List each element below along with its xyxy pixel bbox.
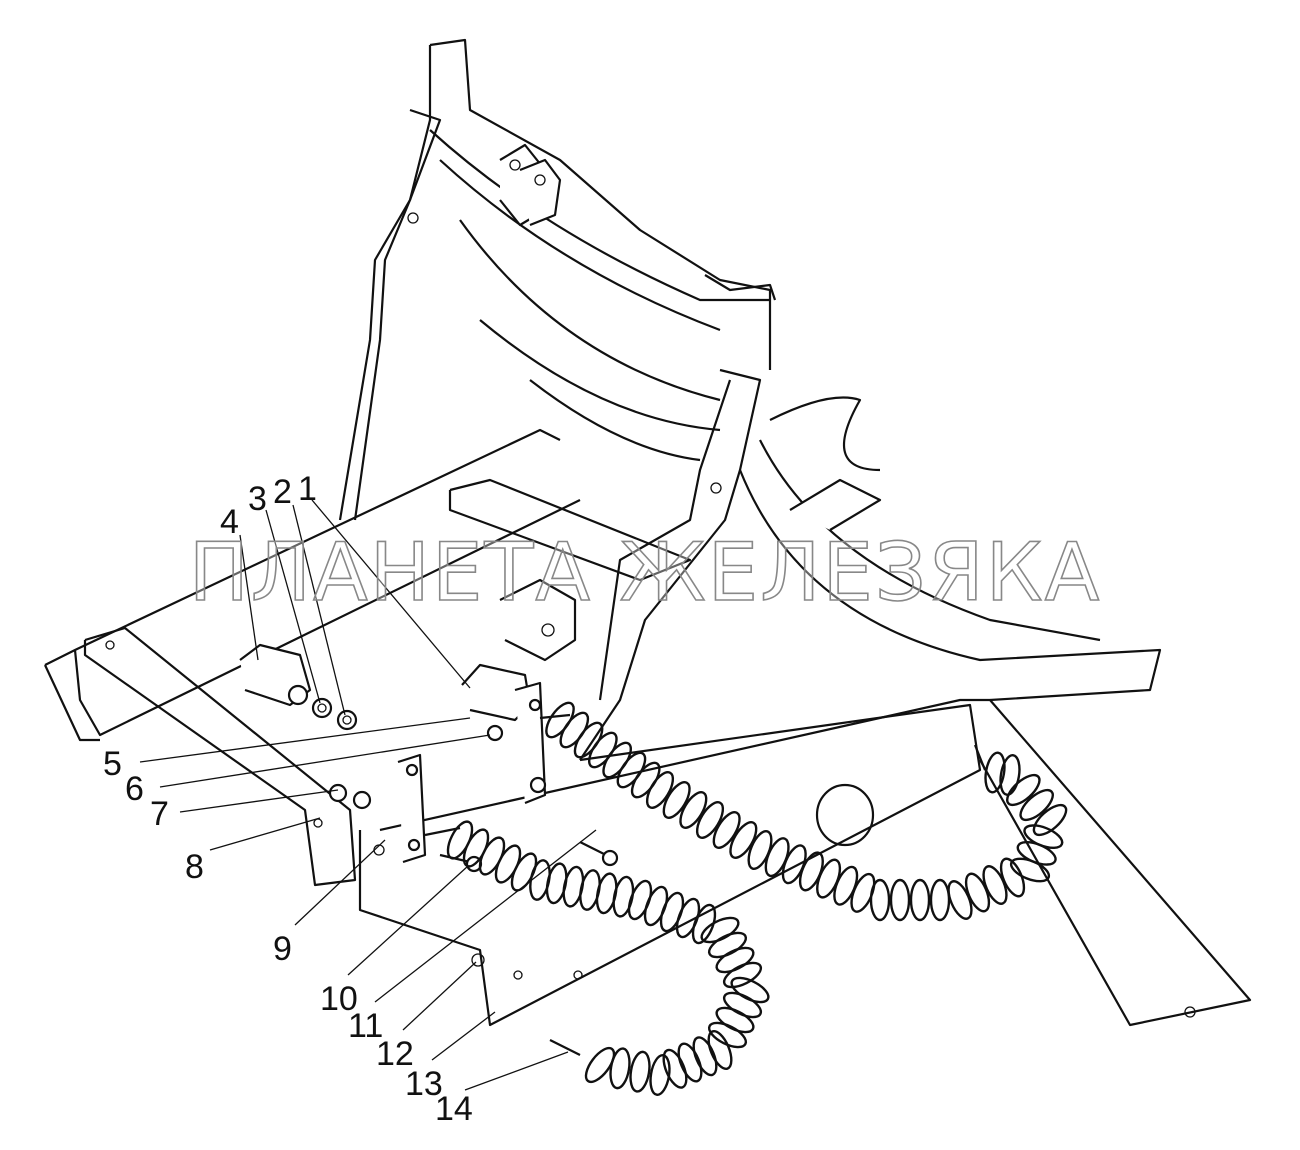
coil-loop — [729, 821, 758, 859]
coil-loop — [730, 976, 770, 1004]
callout-9: 9 — [273, 930, 292, 968]
coil-loop — [446, 820, 474, 860]
callout-1: 1 — [298, 470, 317, 508]
callout-6: 6 — [125, 770, 144, 808]
callout-8: 8 — [185, 848, 204, 886]
coil-loop — [630, 761, 661, 799]
coil-loop — [629, 1050, 651, 1093]
watermark: ПЛАНЕТА ЖЕЛЕЗЯКА — [189, 526, 1102, 619]
coil-loop — [700, 916, 740, 944]
coil-loop — [722, 961, 763, 989]
callout-3: 3 — [248, 480, 267, 518]
coil-loop — [984, 751, 1006, 794]
coil-loop — [909, 878, 931, 922]
callout-14: 14 — [435, 1090, 473, 1128]
coil-loop — [662, 781, 691, 819]
coil-loop — [659, 891, 685, 933]
coil-loop — [691, 903, 717, 945]
callout-2: 2 — [273, 473, 292, 511]
coil-loop — [712, 811, 741, 849]
coil-loop — [609, 1047, 631, 1090]
coil-loop — [1032, 803, 1068, 837]
callouts: 1 2 3 4 5 6 7 8 9 10 11 12 13 14 — [103, 470, 473, 1128]
coil-loop — [1019, 788, 1054, 822]
coil-loop — [662, 1048, 688, 1089]
coil-loop — [649, 1054, 671, 1096]
coil-loop — [869, 878, 891, 922]
coil-loop — [715, 1006, 755, 1034]
callout-5: 5 — [103, 745, 122, 783]
coil-loop — [1006, 773, 1041, 807]
coil-loop — [584, 1046, 616, 1084]
coil-loop — [602, 741, 632, 779]
coil-loop — [1023, 824, 1064, 850]
callout-13: 13 — [405, 1065, 443, 1103]
leader-lines — [139, 499, 597, 1091]
coil-loop — [889, 878, 911, 922]
lower-frame — [44, 428, 1252, 1027]
coil-loop — [643, 885, 669, 927]
coil-loop — [645, 771, 675, 809]
coil-loop — [675, 897, 701, 939]
callout-10: 10 — [320, 980, 358, 1018]
coil-loop — [707, 1021, 748, 1049]
callout-7: 7 — [150, 795, 169, 833]
coil-loop — [573, 721, 604, 759]
coil-loop — [679, 791, 708, 829]
callout-4: 4 — [220, 503, 239, 541]
coil-loop — [707, 931, 748, 959]
coil-loop — [999, 857, 1026, 898]
callout-11: 11 — [348, 1007, 383, 1045]
coil-loop — [677, 1042, 703, 1083]
coil-loop — [462, 828, 490, 868]
coil-loop — [695, 801, 725, 839]
callout-12: 12 — [376, 1035, 414, 1073]
coil-loop — [478, 836, 506, 876]
coil-loop — [510, 852, 538, 892]
coil-loop — [715, 946, 755, 974]
spiral-hoses — [446, 701, 1068, 1096]
coil-loop — [999, 754, 1021, 796]
coil-loop — [588, 731, 618, 769]
coil-loop — [545, 701, 575, 739]
upper-frame — [338, 38, 1162, 761]
coil-loop — [929, 878, 951, 922]
coil-loop — [707, 1030, 733, 1070]
coil-loop — [722, 991, 763, 1019]
coil-loop — [627, 879, 653, 921]
coil-loop — [692, 1036, 718, 1077]
coil-loop — [494, 844, 522, 884]
